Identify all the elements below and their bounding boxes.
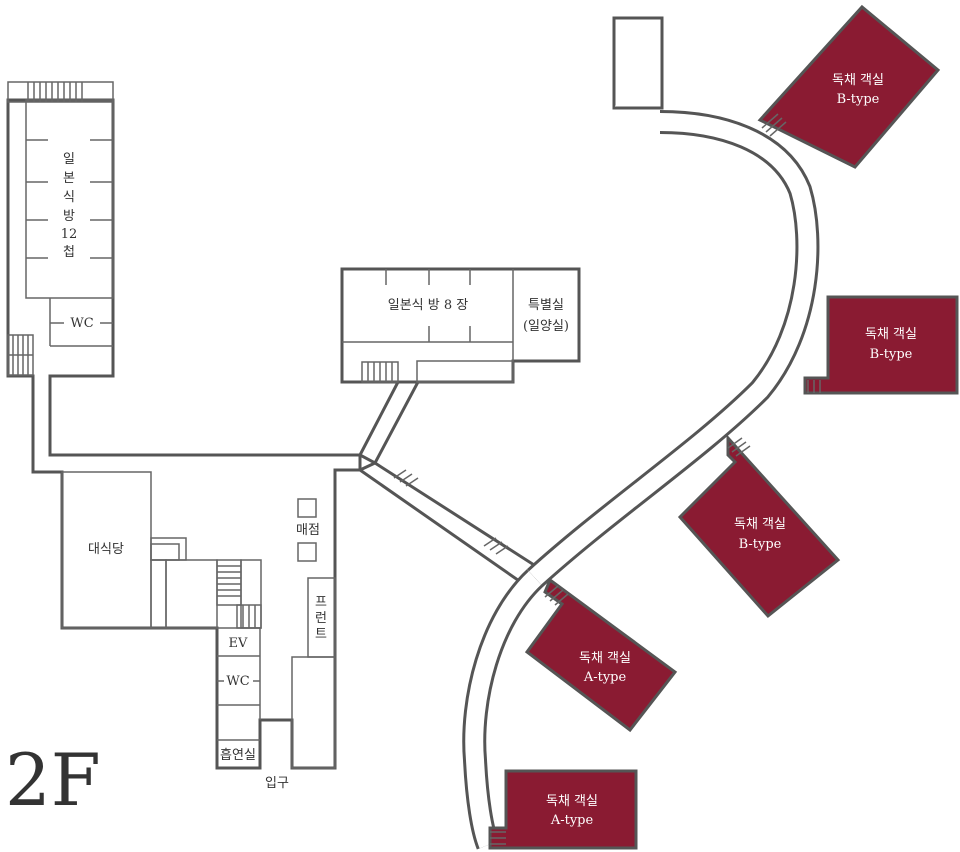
villa-5-name: 독채 객실: [546, 794, 598, 809]
main-building-outline: [6, 98, 362, 770]
entrance-label: 입구: [265, 776, 289, 791]
balcony-top: [7, 81, 114, 103]
japanese-8-label: 일본식 방 8 장: [388, 298, 469, 313]
shop-label: 매점: [296, 523, 320, 538]
villa-2-name: 독채 객실: [865, 327, 917, 342]
room-japanese-12-label-4: 방: [63, 209, 75, 224]
villa-5[interactable]: [488, 769, 638, 850]
shop-box-1: [297, 498, 317, 518]
front-label-1: 프: [315, 595, 327, 610]
villa-4-name: 독채 객실: [579, 651, 631, 666]
corridor-diagonal: [357, 461, 548, 587]
room-japanese-12-label-5: 12: [61, 227, 78, 242]
villa-2-type: B-type: [870, 347, 913, 362]
stairs-left: [7, 334, 34, 376]
front-label-3: 트: [315, 627, 327, 642]
front-label-2: 런: [315, 611, 327, 626]
smoking-room-label: 흡연실: [220, 748, 256, 763]
villa-5-type: A-type: [550, 813, 594, 828]
villa-1-type: B-type: [837, 92, 880, 107]
villa-2[interactable]: [803, 295, 959, 395]
stairs-japanese-8: [361, 361, 399, 383]
villa-3-type: B-type: [739, 537, 782, 552]
room-japanese-12-label-2: 본: [63, 171, 75, 186]
wc-bottom-label: WC: [226, 674, 249, 689]
floor-label: 2F: [5, 738, 101, 822]
villa-3-name: 독채 객실: [734, 517, 786, 532]
villa-3[interactable]: [677, 434, 841, 619]
room-japanese-12-label-3: 식: [63, 190, 75, 205]
special-room-label-2: (일양실): [523, 319, 569, 334]
room-japanese-12-label-6: 첩: [63, 245, 75, 260]
banquet-label: 대식당: [88, 542, 124, 557]
ev-label: EV: [229, 636, 248, 651]
villa-4-type: A-type: [583, 670, 627, 685]
villa-1-name: 독채 객실: [832, 73, 884, 88]
villa-1[interactable]: [757, 4, 941, 169]
room-japanese-12-label-1: 일: [63, 152, 75, 167]
villa-4[interactable]: [524, 577, 678, 733]
special-room-label-1: 특별실: [528, 298, 564, 313]
wc-top-label: WC: [70, 316, 93, 331]
shop-box-2: [297, 542, 317, 562]
